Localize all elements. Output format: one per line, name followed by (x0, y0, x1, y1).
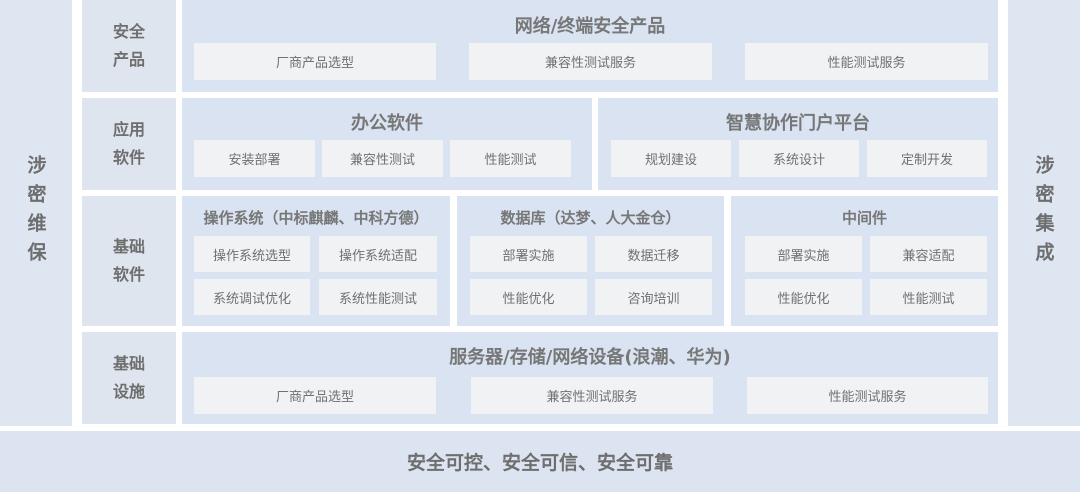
item-mw-3: 性能优化 (745, 279, 862, 315)
item-security-2: 兼容性测试服务 (469, 43, 712, 80)
bottom-bar: 安全可控、安全可信、安全可靠 (0, 431, 1080, 492)
item-office-3: 性能测试 (450, 140, 571, 177)
panel-operating-system: 操作系统（中标麒麟、中科方德） 操作系统选型 操作系统适配 系统调试优化 系统性… (182, 196, 450, 326)
item-db-1: 部署实施 (470, 236, 587, 272)
item-os-2: 操作系统适配 (319, 236, 437, 272)
right-side-label: 涉密集成 (1032, 155, 1055, 271)
item-os-3: 系统调试优化 (194, 279, 310, 315)
item-db-4: 咨询培训 (595, 279, 712, 315)
layer-label-infrastructure: 基础设施 (82, 332, 176, 424)
layer-label-base-software: 基础软件 (82, 196, 176, 326)
item-office-1: 安装部署 (194, 140, 315, 177)
panel-title: 操作系统（中标麒麟、中科方德） (203, 209, 429, 227)
panel-title: 中间件 (841, 209, 887, 227)
left-side-label: 涉密维保 (24, 155, 47, 271)
item-os-4: 系统性能测试 (319, 279, 437, 315)
item-security-3: 性能测试服务 (745, 43, 988, 80)
panel-infrastructure: 服务器/存储/网络设备(浪潮、华为) 厂商产品选型 兼容性测试服务 性能测试服务 (182, 332, 998, 424)
item-security-1: 厂商产品选型 (194, 43, 436, 80)
item-db-3: 性能优化 (470, 279, 587, 315)
layer-label-security: 安全产品 (82, 0, 176, 92)
item-mw-4: 性能测试 (870, 279, 987, 315)
bottom-bar-text: 安全可控、安全可信、安全可靠 (406, 452, 673, 474)
item-portal-2: 系统设计 (739, 140, 859, 177)
item-infra-3: 性能测试服务 (747, 377, 988, 414)
panel-security-products: 网络/终端安全产品 厂商产品选型 兼容性测试服务 性能测试服务 (182, 0, 998, 92)
item-mw-2: 兼容适配 (870, 236, 987, 272)
item-mw-1: 部署实施 (745, 236, 862, 272)
panel-title: 网络/终端安全产品 (514, 16, 666, 37)
item-portal-1: 规划建设 (611, 140, 731, 177)
panel-office-software: 办公软件 安装部署 兼容性测试 性能测试 (182, 98, 592, 190)
item-infra-2: 兼容性测试服务 (471, 377, 713, 414)
panel-database: 数据库（达梦、人大金仓） 部署实施 数据迁移 性能优化 咨询培训 (457, 196, 724, 326)
panel-title: 数据库（达梦、人大金仓） (500, 209, 681, 227)
layer-label-application: 应用软件 (82, 98, 176, 190)
right-side-column: 涉密集成 (1008, 0, 1080, 426)
panel-middleware: 中间件 部署实施 兼容适配 性能优化 性能测试 (731, 196, 998, 326)
item-os-1: 操作系统选型 (194, 236, 310, 272)
item-infra-1: 厂商产品选型 (194, 377, 436, 414)
panel-title: 办公软件 (351, 113, 423, 134)
item-office-2: 兼容性测试 (322, 140, 443, 177)
item-portal-3: 定制开发 (867, 140, 987, 177)
item-db-2: 数据迁移 (595, 236, 712, 272)
panel-title: 智慧协作门户平台 (726, 113, 870, 134)
panel-collaboration-portal: 智慧协作门户平台 规划建设 系统设计 定制开发 (598, 98, 998, 190)
panel-title: 服务器/存储/网络设备(浪潮、华为) (449, 347, 731, 368)
left-side-column: 涉密维保 (0, 0, 72, 426)
